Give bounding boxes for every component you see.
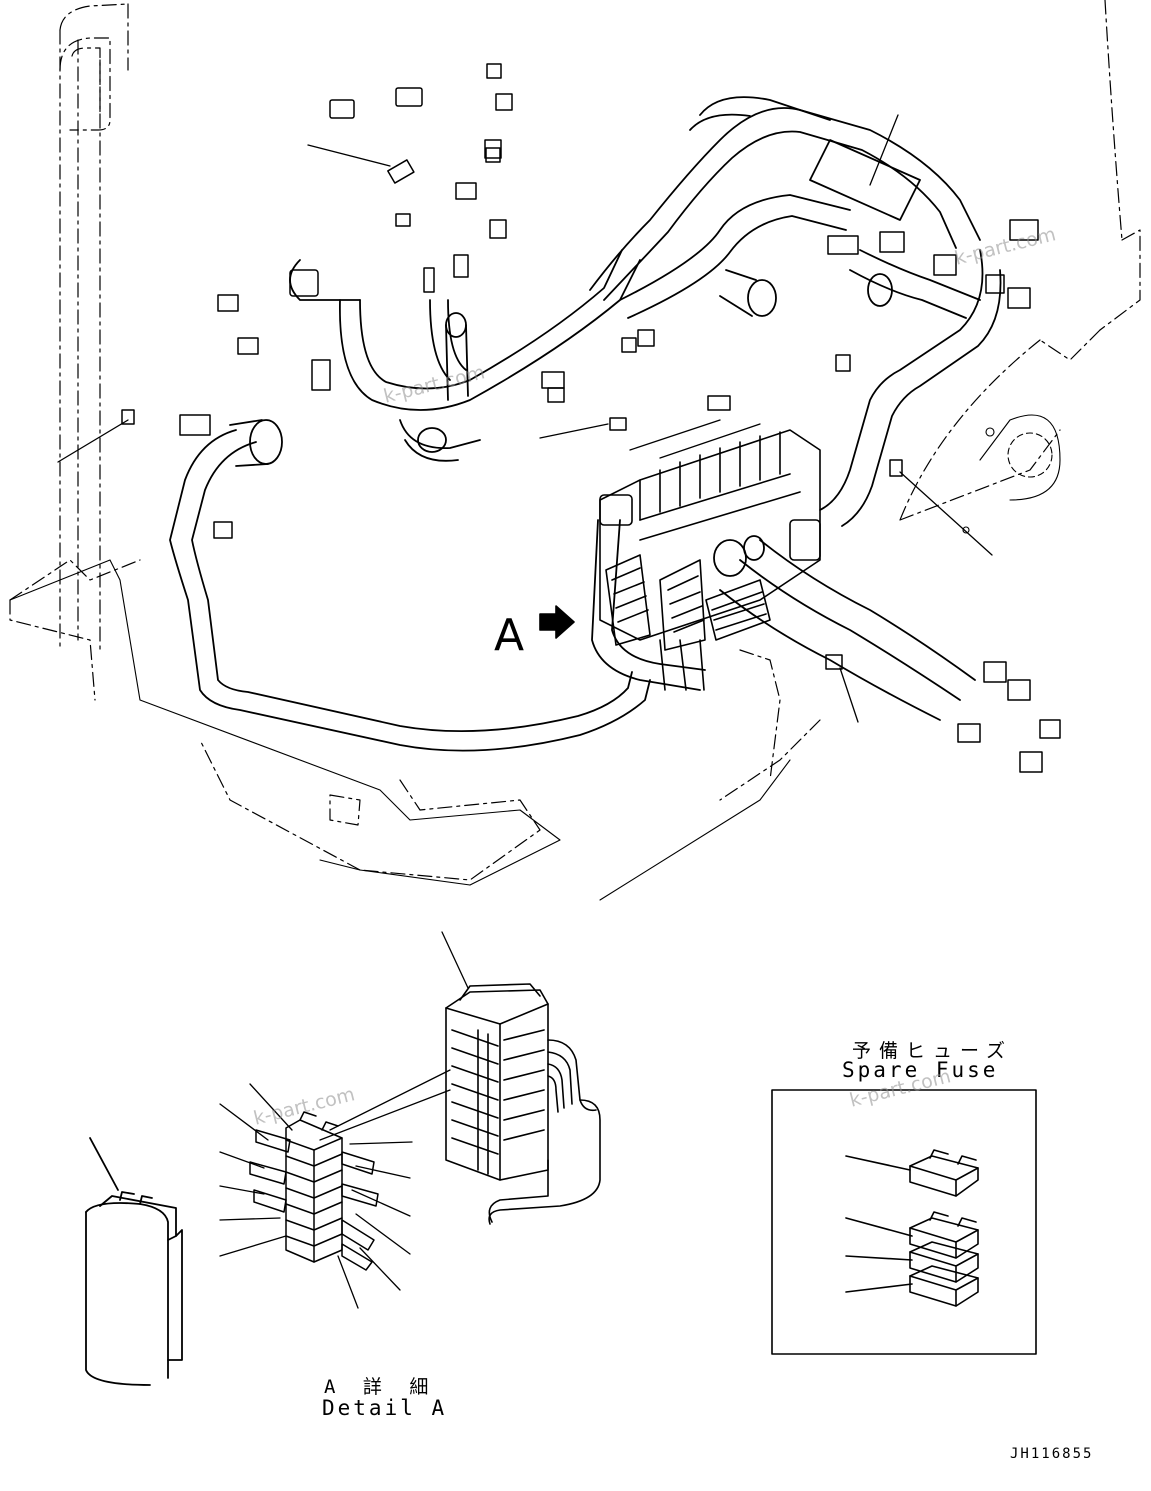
leader-lines-detail	[219, 931, 469, 1309]
fuse-box-assembly	[599, 429, 821, 691]
harness-trunk	[169, 96, 1002, 752]
cylinders	[229, 269, 893, 577]
drawing-code: JH116855	[1010, 1446, 1094, 1462]
view-arrow	[539, 605, 575, 639]
floor-panel	[9, 414, 1061, 901]
detail-title-en: Detail A	[322, 1396, 448, 1420]
detail-title-jp: A 詳 細	[324, 1376, 437, 1398]
detail-cover	[85, 1137, 183, 1386]
view-marker-label: A	[494, 610, 525, 661]
leader-lines-upper	[57, 114, 993, 723]
spare-fuse-panel	[771, 1089, 1037, 1355]
cab-outline	[9, 0, 1141, 881]
detail-fuse-stack	[249, 1111, 379, 1271]
connectors	[121, 63, 1061, 773]
spare-fuse-title-jp: 予備ヒューズ	[852, 1040, 1014, 1062]
spare-fuse-title-en: Spare Fuse	[842, 1058, 999, 1082]
detail-relay-block	[445, 983, 601, 1225]
